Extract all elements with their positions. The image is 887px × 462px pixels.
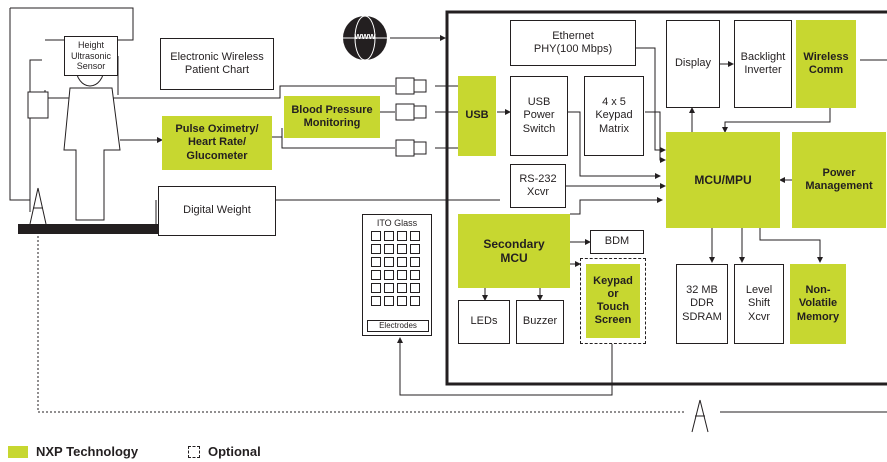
- digital-weight-block: Digital Weight: [158, 186, 276, 236]
- nxp-swatch: [8, 445, 28, 458]
- backlight-inverter-block: Backlight Inverter: [734, 20, 792, 108]
- wireless-comm-block: Wireless Comm: [796, 20, 856, 108]
- buzzer-block: Buzzer: [516, 300, 564, 344]
- power-management-block: Power Management: [792, 132, 886, 228]
- ethernet-phy-block: Ethernet PHY(100 Mbps): [510, 20, 636, 66]
- non-volatile-memory-block: Non- Volatile Memory: [790, 264, 846, 344]
- level-shift-xcvr-block: Level Shift Xcvr: [734, 264, 784, 344]
- www-label: www: [354, 31, 376, 41]
- ito-glass-label: ITO Glass: [376, 218, 418, 228]
- pulse-oximetry-block: Pulse Oximetry/ Heart Rate/ Glucometer: [162, 116, 272, 170]
- keypad-touch-screen-block: Keypad or Touch Screen: [586, 264, 640, 338]
- rs232-xcvr-block: RS-232 Xcvr: [510, 164, 566, 208]
- height-sensor-block: Height Ultrasonic Sensor: [64, 36, 118, 76]
- blood-pressure-monitoring-block: Blood Pressure Monitoring: [284, 96, 380, 138]
- keypad-matrix-block: 4 x 5 Keypad Matrix: [584, 76, 644, 156]
- bdm-block: BDM: [590, 230, 644, 254]
- leds-block: LEDs: [458, 300, 510, 344]
- keypad-touch-screen-optional: Keypad or Touch Screen: [580, 258, 646, 344]
- usb-block: USB: [458, 76, 496, 156]
- legend-optional-label: Optional: [208, 444, 261, 459]
- electrodes-label: Electrodes: [367, 320, 429, 332]
- electrode-grid: [371, 231, 420, 306]
- electronic-wireless-patient-chart-block: Electronic Wireless Patient Chart: [160, 38, 274, 90]
- legend-nxp: NXP Technology: [8, 444, 138, 459]
- legend-optional: Optional: [188, 444, 261, 459]
- optional-swatch: [188, 445, 200, 458]
- secondary-mcu-block: Secondary MCU: [458, 214, 570, 288]
- legend-nxp-label: NXP Technology: [36, 444, 139, 459]
- usb-power-switch-block: USB Power Switch: [510, 76, 568, 156]
- system-enclosure: [445, 10, 887, 386]
- ito-glass-block: ITO Glass Electrodes: [362, 214, 432, 336]
- floor-platform: [18, 224, 244, 234]
- ddr-sdram-block: 32 MB DDR SDRAM: [676, 264, 728, 344]
- display-block: Display: [666, 20, 720, 108]
- mcu-mpu-block: MCU/MPU: [666, 132, 780, 228]
